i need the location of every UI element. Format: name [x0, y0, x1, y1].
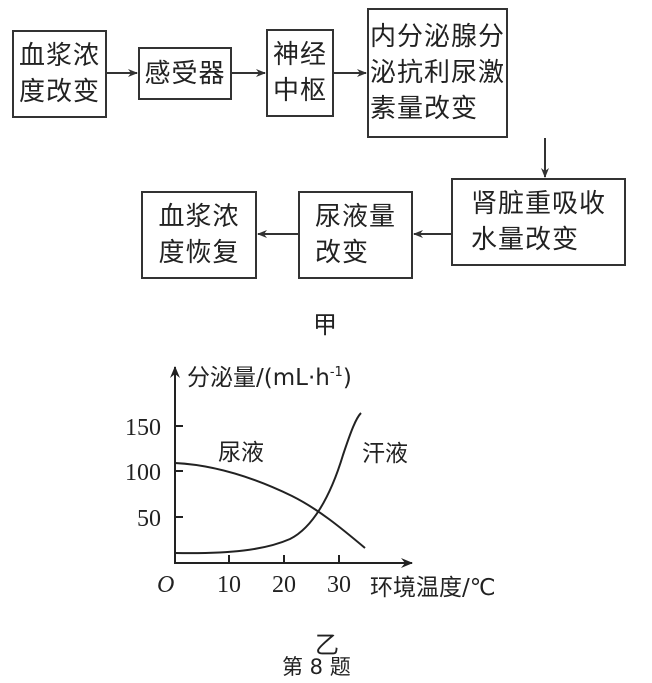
x-ticks [228, 555, 340, 563]
series-urine-line [174, 462, 366, 549]
box-text-line: 感受器 [144, 58, 226, 89]
box-kidney: 肾脏重吸收水量改变 [451, 178, 626, 266]
box-text-line: 尿液量 [314, 202, 396, 232]
xtick-label: 30 [327, 572, 351, 598]
box-text-line: 度改变 [18, 77, 100, 107]
box-text-line: 度恢复 [158, 238, 240, 268]
box-text-line: 改变 [314, 238, 369, 268]
box-adh: 内分泌腺分泌抗利尿激素量改变 [367, 8, 508, 138]
caption-yi: 乙 [315, 631, 339, 659]
box-text-line: 神经 [272, 40, 327, 70]
x-axis-label: 环境温度/℃ [370, 575, 496, 601]
box-text-line: 血浆浓 [18, 41, 100, 71]
box-text-line: 血浆浓 [158, 202, 240, 232]
box-nerve-center: 神经中枢 [266, 29, 334, 117]
ytick-label: 150 [125, 415, 161, 441]
y-axis-label: 分泌量/(mL·h-1) [187, 365, 352, 391]
ytick-label: 50 [137, 506, 161, 532]
box-plasma-change: 血浆浓度改变 [12, 30, 107, 118]
box-text-line: 中枢 [272, 76, 327, 106]
box-text-line: 肾脏重吸收 [470, 189, 606, 219]
box-receptor: 感受器 [138, 47, 232, 100]
box-text-line: 内分泌腺分 [369, 22, 505, 52]
caption-jia: 甲 [313, 311, 337, 339]
question-label: 第 8 题 [282, 655, 351, 679]
xtick-label: 10 [217, 572, 241, 598]
label-urine: 尿液 [218, 440, 264, 466]
box-plasma-restore: 血浆浓度恢复 [141, 191, 257, 279]
series-sweat-line [174, 412, 362, 555]
origin-label: O [157, 572, 174, 598]
box-text-line: 素量改变 [369, 94, 478, 124]
ytick-label: 100 [125, 460, 161, 486]
y-ticks [175, 425, 183, 518]
xtick-label: 20 [272, 572, 296, 598]
label-sweat: 汗液 [362, 441, 408, 467]
box-urine-change: 尿液量改变 [298, 191, 413, 279]
box-text-line: 水量改变 [470, 225, 579, 255]
box-text-line: 泌抗利尿激 [369, 58, 505, 88]
